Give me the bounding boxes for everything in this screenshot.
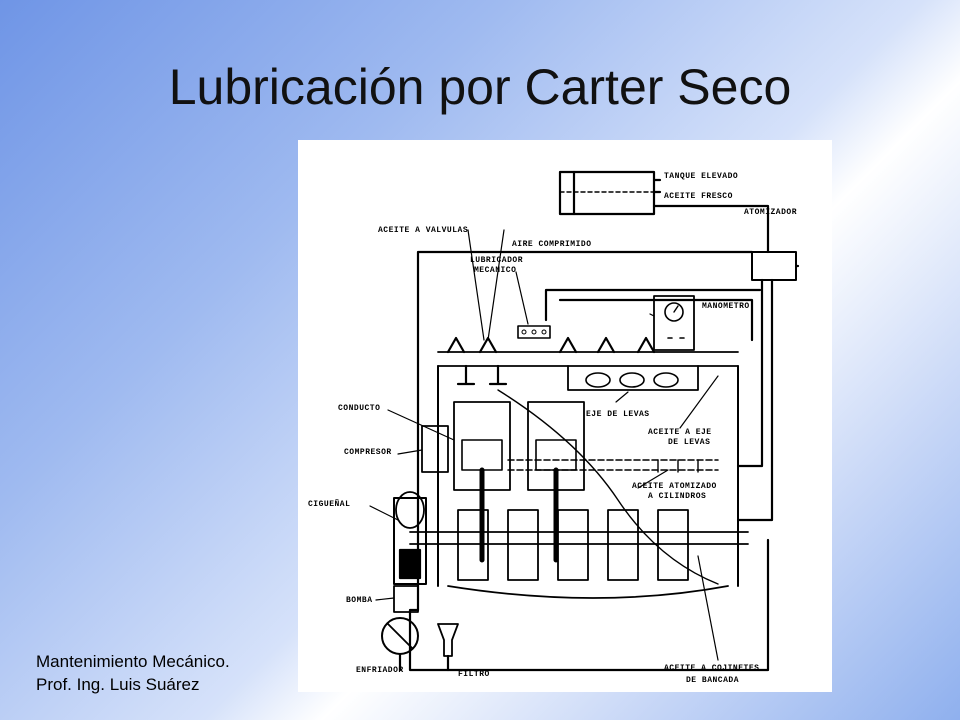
- atomizer-box: [751, 251, 797, 281]
- label-lubricator-line1: LUBRICADOR: [470, 256, 523, 265]
- manometer-gauge: [653, 295, 695, 351]
- label-fresh-oil: ACEITE FRESCO: [664, 192, 733, 201]
- label-cooler: ENFRIADOR: [356, 666, 404, 675]
- label-pump: BOMBA: [346, 596, 373, 605]
- label-atomized-oil-line2: A CILINDROS: [648, 492, 706, 501]
- compressor: [421, 425, 449, 473]
- label-bearing-oil-line2: DE BANCADA: [686, 676, 739, 685]
- label-lubricator-line2: MECANICO: [474, 266, 516, 275]
- slide-title: Lubricación por Carter Seco: [168, 59, 792, 115]
- label-atomizer: ATOMIZADOR: [744, 208, 797, 217]
- label-atomized-oil-line1: ACEITE ATOMIZADO: [632, 482, 717, 491]
- label-valve-oil: ACEITE A VALVULAS: [378, 226, 468, 235]
- label-duct: CONDUCTO: [338, 404, 380, 413]
- label-filter: FILTRO: [458, 670, 490, 679]
- credits-course: Mantenimiento Mecánico.: [36, 652, 230, 671]
- label-camshaft-oil-line2: DE LEVAS: [668, 438, 710, 447]
- oil-filter: [437, 623, 459, 657]
- label-compressed-air: AIRE COMPRIMIDO: [512, 240, 592, 249]
- engine-lubrication-diagram: TANQUE ELEVADO ACEITE FRESCO ATOMIZADOR …: [298, 140, 832, 692]
- label-bearing-oil-line1: ACEITE A COJINETES: [664, 664, 759, 673]
- label-camshaft: EJE DE LEVAS: [586, 410, 650, 419]
- label-elevated-tank: TANQUE ELEVADO: [664, 172, 738, 181]
- oil-pump: [393, 585, 419, 613]
- diagram-drawing: TANQUE ELEVADO ACEITE FRESCO ATOMIZADOR …: [308, 170, 800, 685]
- label-camshaft-oil-line1: ACEITE A EJE: [648, 428, 712, 437]
- credits-author: Prof. Ing. Luis Suárez: [36, 675, 200, 694]
- crankshaft-gear: [393, 497, 427, 585]
- label-compressor: COMPRESOR: [344, 448, 392, 457]
- label-manometer: MANOMETRO: [702, 302, 750, 311]
- slide-credits: Mantenimiento Mecánico. Prof. Ing. Luis …: [36, 650, 230, 696]
- mechanical-lubricator: [517, 325, 551, 339]
- label-crankshaft: CIGUEÑAL: [308, 500, 350, 509]
